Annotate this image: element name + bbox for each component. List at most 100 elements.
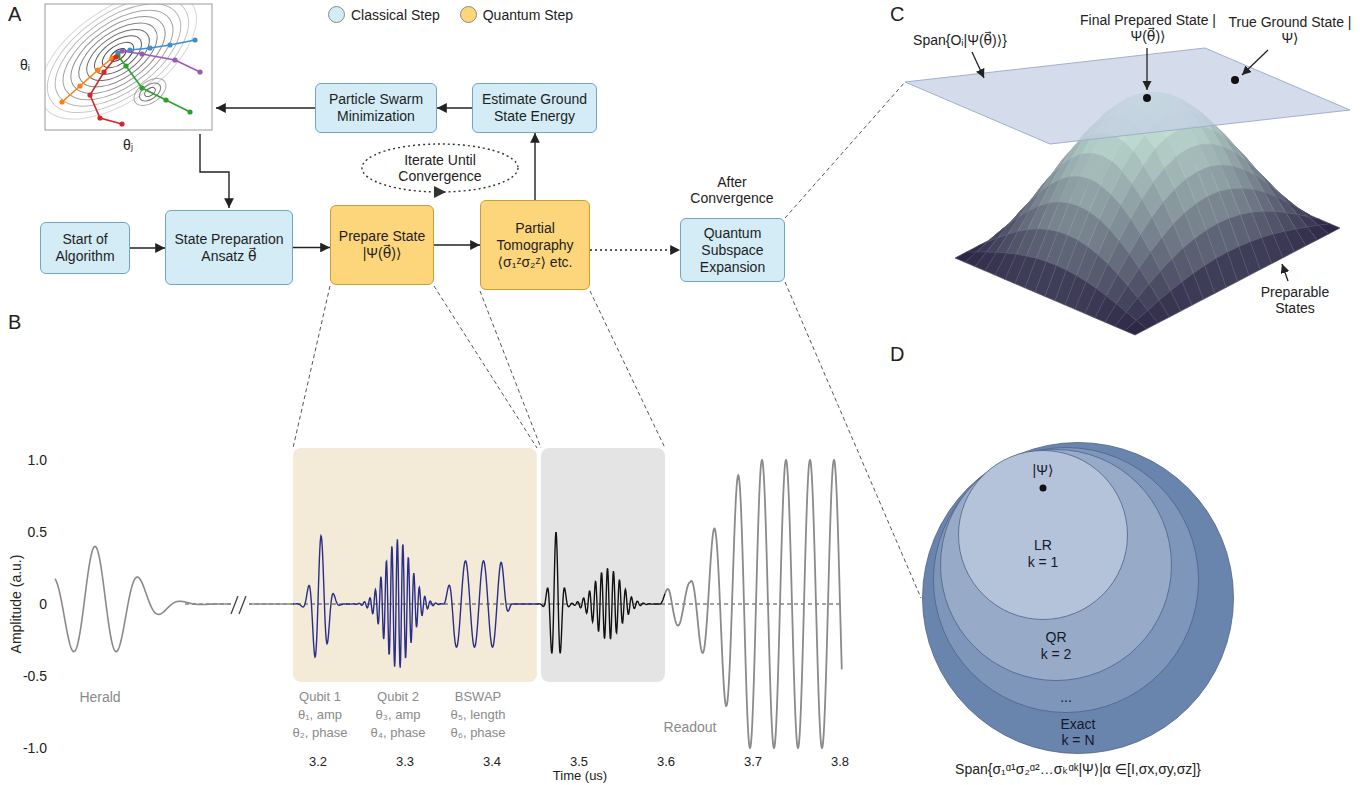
loop-ellipse bbox=[362, 144, 518, 192]
panel-letter: B bbox=[8, 314, 21, 330]
legend-text: Quantum Step bbox=[483, 7, 573, 23]
pulse-trace bbox=[55, 546, 232, 651]
axis-text: 3.7 bbox=[744, 754, 762, 770]
axis-text: Time (us) bbox=[553, 768, 607, 784]
axis-text: 0.5 bbox=[28, 524, 47, 540]
flow-arrow bbox=[434, 244, 480, 245]
annotation: θ₂, phase bbox=[293, 725, 348, 741]
circle-outline bbox=[959, 451, 1128, 620]
annotation: θ₁, amp bbox=[298, 707, 342, 723]
axis-text: 3.5 bbox=[570, 754, 588, 770]
box-content: State Preparation Ansatz θ⃗ bbox=[172, 231, 286, 265]
plot-frame bbox=[45, 4, 212, 130]
state-dot bbox=[1040, 485, 1047, 492]
axis-text: -0.5 bbox=[23, 668, 47, 684]
callout-arrow bbox=[1146, 48, 1147, 90]
particle-dot bbox=[101, 69, 106, 74]
particle-dot bbox=[87, 92, 92, 97]
annotation: True Ground State |Ψ⟩ bbox=[1226, 14, 1354, 46]
contour bbox=[48, 4, 188, 118]
box-content: Start of Algorithm bbox=[47, 231, 123, 265]
annotation: θⱼ bbox=[123, 137, 133, 153]
region-circle: Exactk = N...QRk = 2|Ψ⟩LRk = 1 bbox=[922, 442, 1234, 754]
axis-text: 3.4 bbox=[483, 754, 501, 770]
legend: Classical Step Quantum Step bbox=[328, 6, 573, 23]
axis-text: 3.8 bbox=[831, 754, 849, 770]
loop-arrowhead bbox=[434, 186, 446, 198]
legend-item: Classical Step bbox=[328, 6, 440, 23]
particle-dot bbox=[139, 85, 144, 90]
flow-arrow bbox=[200, 134, 229, 208]
box-content: Prepare State|Ψ(θ⃗)⟩ bbox=[337, 228, 427, 262]
state-dot bbox=[1231, 76, 1239, 84]
circle-outline bbox=[923, 443, 1234, 754]
particle-dot bbox=[172, 57, 177, 62]
particle-dot bbox=[119, 48, 124, 53]
particle-dot bbox=[59, 99, 64, 104]
annotation: θ₆, phase bbox=[450, 725, 505, 741]
contour bbox=[45, 4, 208, 130]
legend-swatch bbox=[328, 6, 345, 23]
particle-paths bbox=[59, 37, 202, 126]
pulse-trace bbox=[537, 533, 665, 654]
waveform bbox=[55, 460, 842, 748]
box-text: State Preparation Ansatz θ⃗ bbox=[172, 231, 286, 265]
annotation: Readout bbox=[664, 719, 717, 735]
circle-text: k = N bbox=[1061, 732, 1094, 748]
process-box: Start of Algorithm bbox=[40, 222, 130, 274]
legend-swatch bbox=[460, 6, 477, 23]
annotation: BSWAP bbox=[455, 689, 501, 705]
particle-path bbox=[62, 58, 112, 102]
circle-text: k = 2 bbox=[1041, 646, 1072, 662]
legend-item: Quantum Step bbox=[460, 6, 573, 23]
process-box: Quantum Subspace Expansion bbox=[680, 218, 785, 282]
region-circle: QRk = 2|Ψ⟩LRk = 1 bbox=[940, 449, 1172, 681]
axis-break bbox=[231, 596, 246, 614]
circle-text: |Ψ⟩ bbox=[1033, 462, 1054, 478]
circle-text: QR bbox=[1046, 629, 1067, 645]
flow-arrow bbox=[216, 107, 315, 108]
annotation: θ₄, phase bbox=[370, 725, 425, 741]
annotation: θᵢ bbox=[20, 57, 30, 73]
circle-outline bbox=[941, 450, 1172, 681]
flow-arrow bbox=[590, 249, 680, 250]
zoom-leader bbox=[480, 291, 541, 448]
axis-text: 0 bbox=[39, 596, 47, 612]
annotation: Qubit 1 bbox=[299, 689, 341, 705]
box-content: Particle Swarm Minimization bbox=[322, 91, 430, 125]
particle-dot bbox=[192, 37, 197, 42]
particle-path bbox=[122, 51, 200, 72]
zoom-leader bbox=[434, 286, 537, 448]
annotation: Qubit 2 bbox=[377, 689, 419, 705]
box-text: Quantum Subspace Expansion bbox=[687, 225, 778, 276]
flow-arrow bbox=[293, 247, 330, 248]
callout-arrows bbox=[972, 48, 1288, 281]
flow-arrow bbox=[130, 247, 165, 248]
axis-text: Amplitude (a.u.) bbox=[8, 555, 24, 654]
box-text: Start of Algorithm bbox=[47, 231, 123, 265]
box-text: |Ψ(θ⃗)⟩ bbox=[337, 245, 427, 262]
particle-dot bbox=[119, 121, 124, 126]
annotation: Herald bbox=[79, 689, 120, 705]
annotation: After Convergence bbox=[686, 174, 778, 206]
flow-arrow bbox=[437, 107, 472, 108]
annotation: Final Prepared State |Ψ(θ⃗)⟩ bbox=[1073, 12, 1223, 44]
particle-path bbox=[118, 40, 195, 53]
plot-ground bbox=[45, 4, 212, 130]
contour bbox=[45, 4, 212, 130]
box-text: Estimate Ground State Energy bbox=[479, 91, 590, 125]
surface-mesh bbox=[1125, 320, 1146, 335]
contour-lines bbox=[45, 4, 212, 130]
box-text: Prepare State bbox=[337, 228, 427, 245]
particle-dot bbox=[97, 115, 102, 120]
surface-patch bbox=[1125, 320, 1146, 335]
zoom-leader bbox=[785, 82, 905, 218]
subspace-plane bbox=[905, 48, 1350, 144]
zoom-leader bbox=[590, 291, 665, 448]
pulse-trace bbox=[665, 460, 842, 748]
annotation: Span{Oᵢ|Ψ(θ⃗)⟩} bbox=[913, 32, 1007, 48]
axis-text: 3.2 bbox=[309, 754, 327, 770]
annotation: Span{σ₁ᵅ¹σ₂ᵅ²…σₖᵅᵏ|Ψ⟩|α ∈[I,σx,σy,σz]} bbox=[955, 761, 1201, 777]
panel-letter: A bbox=[8, 6, 21, 22]
circle-text: k = 1 bbox=[1028, 554, 1059, 570]
